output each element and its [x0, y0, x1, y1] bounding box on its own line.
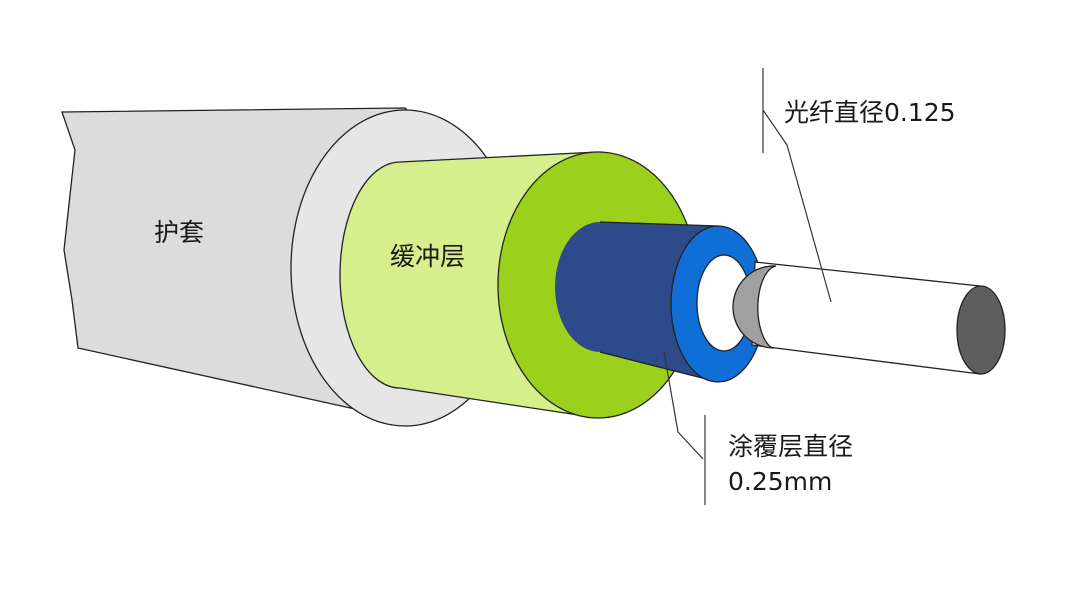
coating-label-leader [663, 351, 704, 460]
coating-diameter-label-line1: 涂覆层直径 [728, 432, 853, 461]
buffer-label: 缓冲层 [390, 242, 465, 271]
fiber-diameter-label: 光纤直径0.125 [784, 98, 956, 127]
fiber-layer [696, 254, 1006, 375]
fiber-end-face [956, 285, 1006, 375]
jacket-label: 护套 [154, 218, 204, 247]
leader-lines [663, 68, 832, 505]
fiber-label-leader [762, 109, 832, 303]
core-crescent [732, 265, 777, 349]
buffer-body-outline [339, 151, 599, 419]
coating-diameter-label-line2: 0.25mm [728, 467, 832, 496]
coating-body-outline [599, 221, 719, 383]
